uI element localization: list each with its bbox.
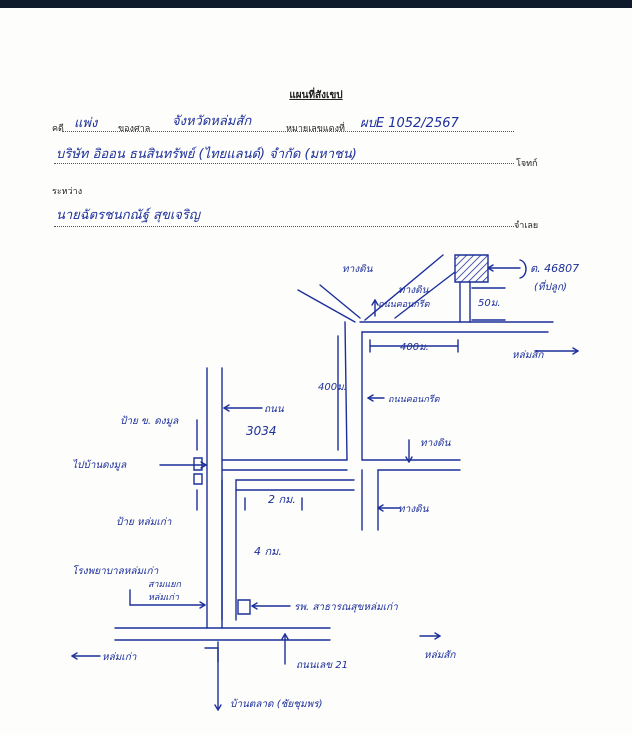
label-dirt-road-top: ทางดิน — [342, 264, 373, 275]
label-dist-2km: 2 กม. — [268, 493, 296, 506]
label-dist-4km: 4 กม. — [254, 545, 282, 558]
label-target-plot: ต. 46807 — [530, 262, 580, 275]
label-dirt-road-right: ทางดิน — [420, 438, 451, 449]
plaintiff-name: บริษัท อิออน ธนสินทรัพย์ (ไทยแลนด์) จำกั… — [56, 147, 357, 162]
dirt-road-right-diagonal-2 — [364, 254, 444, 321]
case-label: คดี — [52, 124, 64, 134]
label-road-3034: 3034 — [246, 424, 277, 438]
label-dirt-road-mid: ทางดิน — [398, 285, 429, 296]
label-to-lomkao-left: หล่มเก่า — [102, 652, 137, 663]
dotted-line-3 — [54, 226, 514, 227]
dotted-line-1 — [62, 131, 514, 132]
label-target-note: (ที่ปลูก) — [534, 282, 567, 293]
label-road-3034-prefix: ถนน — [264, 404, 284, 415]
case-number: ผบE 1052/2567 — [360, 116, 459, 131]
label-dist-50m: 50ม. — [478, 298, 501, 309]
between-label: ระหว่าง — [52, 187, 83, 197]
label-hospital-left: โรงพยาบาลหล่มเก่า — [72, 566, 159, 577]
defendant-name: นายฉัตรชนกณัฐ์ สุขเจริญ — [56, 208, 200, 223]
court-label: ของศาล — [118, 124, 151, 134]
page-title: แผนที่สังเขป — [289, 90, 343, 101]
label-sign-ban-klang: ป้าย ข. ดงมูล — [120, 416, 179, 427]
dirt-road-left-diagonal-2 — [319, 284, 361, 319]
label-market: บ้านตลาด (ชัยชุมพร) — [230, 699, 323, 710]
dirt-road-right-diagonal — [394, 271, 456, 319]
dotted-line-2 — [54, 163, 514, 164]
viewer-top-bar — [0, 0, 632, 8]
dirt-road-left-diagonal — [297, 289, 356, 323]
defendant-suffix: จำเลย — [514, 221, 539, 231]
label-to-lomsak-right: หล่มสัก — [512, 350, 544, 361]
label-road-21: ถนนเลข 21 — [296, 660, 349, 671]
label-dist-400m-h: 400ม. — [400, 342, 429, 353]
label-concrete-top: ถนนคอนกรีต — [378, 300, 430, 310]
center-road-left — [344, 321, 348, 461]
plaintiff-suffix: โจทก์ — [516, 159, 538, 169]
label-to-lomsak-bottom: หล่มสัก — [424, 650, 456, 661]
label-dist-400m-v: 400ม. — [318, 382, 347, 393]
case-type: แพ่ง — [74, 116, 98, 131]
label-health-center: รพ. สาธารณสุขหล่มเก่า — [294, 602, 398, 613]
target-plot — [454, 254, 489, 283]
label-hospital-note: สามแยก — [148, 580, 182, 590]
court-name: จังหวัดหล่มสัก — [172, 114, 252, 129]
black-case-label: หมายเลขแดงที่ — [286, 124, 345, 134]
label-sign-lomkao: ป้าย หล่มเก่า — [116, 517, 172, 528]
label-to-village: ไปบ้านดงมูล — [72, 460, 127, 471]
label-concrete-mid: ถนนคอนกรีต — [388, 395, 440, 405]
label-dirt-road-right2: ทางดิน — [398, 504, 429, 515]
label-hospital-note2: หล่มเก่า — [148, 593, 179, 603]
